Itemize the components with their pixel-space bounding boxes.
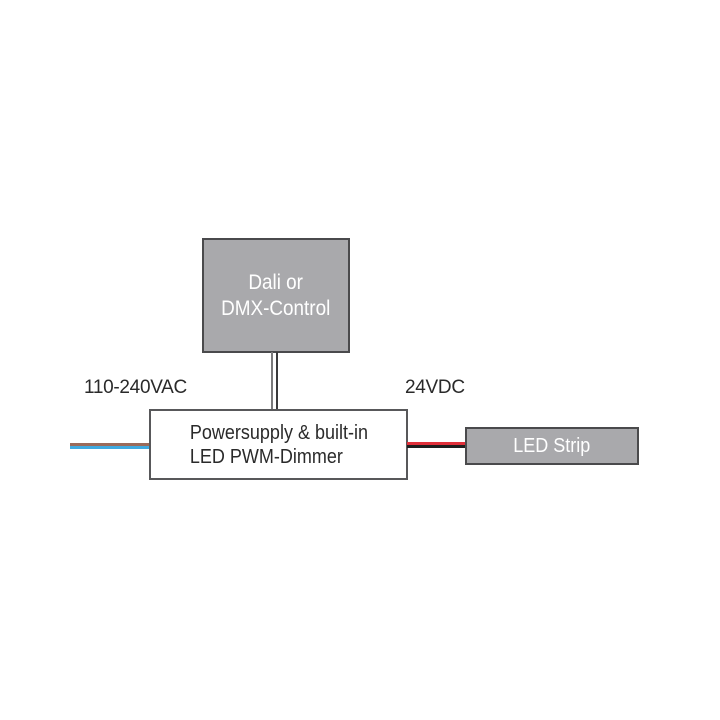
main-box-line-2: LED PWM-Dimmer [189, 445, 343, 468]
dc-positive-wire [407, 442, 466, 445]
control-wire-1 [271, 352, 273, 410]
led-strip-box: LED Strip [465, 427, 639, 465]
dc-negative-wire [407, 445, 466, 448]
main-box-text: Powersupply & built-in LED PWM-Dimmer [189, 421, 367, 469]
control-wire-2 [276, 352, 278, 410]
ac-live-wire [70, 443, 150, 446]
dali-dmx-control-box: Dali or DMX-Control [202, 238, 350, 353]
control-box-line-2: DMX-Control [221, 296, 331, 320]
main-box-line-1: Powersupply & built-in [189, 421, 368, 444]
powersupply-dimmer-box: Powersupply & built-in LED PWM-Dimmer [149, 409, 408, 480]
output-voltage-label: 24VDC [405, 377, 465, 398]
ac-neutral-wire [70, 446, 150, 449]
control-box-line-1: Dali or [248, 271, 304, 295]
input-voltage-label: 110-240VAC [84, 377, 187, 398]
control-box-text: Dali or DMX-Control [221, 270, 330, 320]
led-strip-label: LED Strip [513, 434, 591, 457]
